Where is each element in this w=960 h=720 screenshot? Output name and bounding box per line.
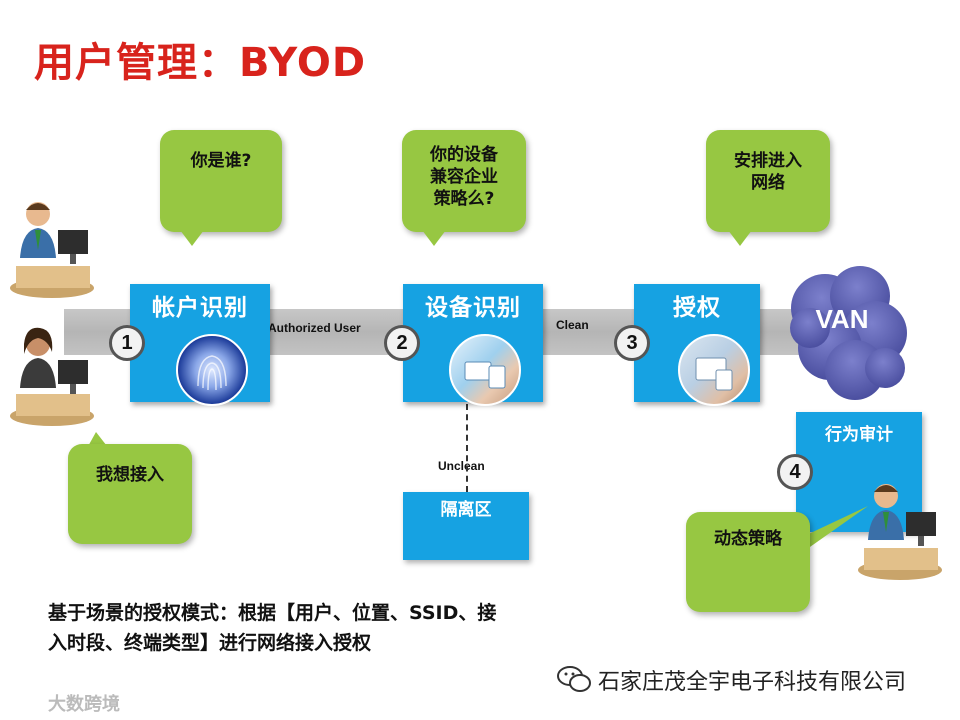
step-account-identification: 帐户识别	[130, 284, 270, 402]
bubble-line: 安排进入	[706, 130, 830, 172]
edge-label-unclean: Unclean	[438, 459, 485, 473]
bubble-text: 我想接入	[68, 444, 192, 486]
bubble-text: 动态策略	[686, 512, 810, 550]
step-label: 帐户识别	[130, 284, 270, 322]
quarantine-zone: 隔离区	[403, 492, 529, 560]
bubble-who-are-you: 你是谁?	[160, 130, 282, 232]
watermark: 大数跨境	[48, 690, 120, 716]
page-title: 用户管理：BYOD	[34, 30, 366, 88]
step-label: 设备识别	[403, 284, 543, 322]
bubble-device-compliant: 你的设备 兼容企业 策略么?	[402, 130, 526, 232]
bubble-line: 网络	[706, 172, 830, 194]
quarantine-link	[466, 404, 468, 492]
bubble-tail	[422, 230, 446, 246]
bubble-line: 你的设备	[402, 130, 526, 166]
user-man-icon	[8, 196, 98, 300]
bubble-text: 你是谁?	[160, 130, 282, 172]
edge-label-authorized: Authorized User	[268, 321, 361, 335]
bubble-dynamic-policy: 动态策略	[686, 512, 810, 612]
bubble-want-access: 我想接入	[68, 444, 192, 544]
step-number-2: 2	[384, 325, 420, 361]
bubble-line: 策略么?	[402, 188, 526, 210]
bubble-line: 兼容企业	[402, 166, 526, 188]
bubble-tail	[180, 230, 204, 246]
step-number-1: 1	[109, 325, 145, 361]
user-man-icon	[856, 478, 946, 582]
bubble-arrange-network: 安排进入 网络	[706, 130, 830, 232]
device-image	[678, 334, 750, 406]
user-woman-icon	[8, 322, 98, 428]
van-cloud: VAN	[780, 258, 910, 408]
device-image	[449, 334, 521, 406]
step-label: 授权	[634, 284, 760, 322]
step-number-4: 4	[777, 454, 813, 490]
edge-label-clean: Clean	[556, 318, 589, 332]
footer-line: 基于场景的授权模式：根据【用户、位置、SSID、接	[48, 598, 628, 628]
bubble-tail	[728, 230, 752, 246]
footer-line: 入时段、终端类型】进行网络接入授权	[48, 628, 628, 658]
company-name: 石家庄茂全宇电子科技有限公司	[598, 664, 906, 696]
step-authorization: 授权	[634, 284, 760, 402]
wechat-icon	[556, 664, 592, 694]
footer-description: 基于场景的授权模式：根据【用户、位置、SSID、接 入时段、终端类型】进行网络接…	[48, 598, 628, 658]
van-label: VAN	[816, 304, 869, 334]
step-device-identification: 设备识别	[403, 284, 543, 402]
step-number-3: 3	[614, 325, 650, 361]
fingerprint-image	[176, 334, 248, 406]
step-label: 行为审计	[796, 412, 922, 445]
